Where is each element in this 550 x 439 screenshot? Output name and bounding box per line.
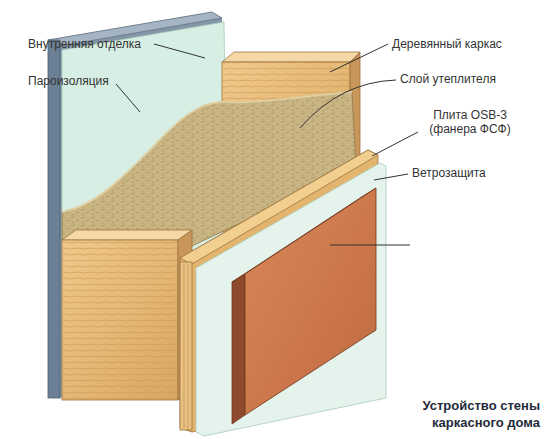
callout-label: Пароизоляция (28, 74, 109, 88)
siding-face (245, 188, 376, 415)
leader-line (330, 245, 410, 246)
front-stud-grain (62, 240, 178, 400)
leader-line (116, 84, 140, 112)
leader-line (330, 44, 388, 72)
callout-label: Внутренняя отделка (28, 37, 141, 51)
osb-board-edge (180, 262, 192, 430)
siding-side (232, 274, 245, 424)
callout-label: Слой утеплителя (400, 72, 496, 86)
leader-line (154, 44, 205, 58)
wind-barrier (196, 163, 386, 436)
leader-line (374, 174, 408, 180)
front-stud-top (62, 230, 192, 240)
osb-plies (184, 264, 188, 430)
front-stud (62, 240, 178, 400)
leader-line (372, 132, 418, 156)
callout-label: Деревянный каркас (392, 37, 502, 51)
leader-lines (116, 44, 418, 245)
interior-board-edge (48, 40, 60, 398)
back-stud-top (222, 52, 360, 62)
leader-line (300, 80, 396, 128)
callout-label: Ветрозащита (412, 166, 486, 180)
caption: Устройство стены каркасного дома (390, 397, 540, 432)
callout-label: Плита OSB-3 (фанера ФСФ) (420, 108, 520, 137)
